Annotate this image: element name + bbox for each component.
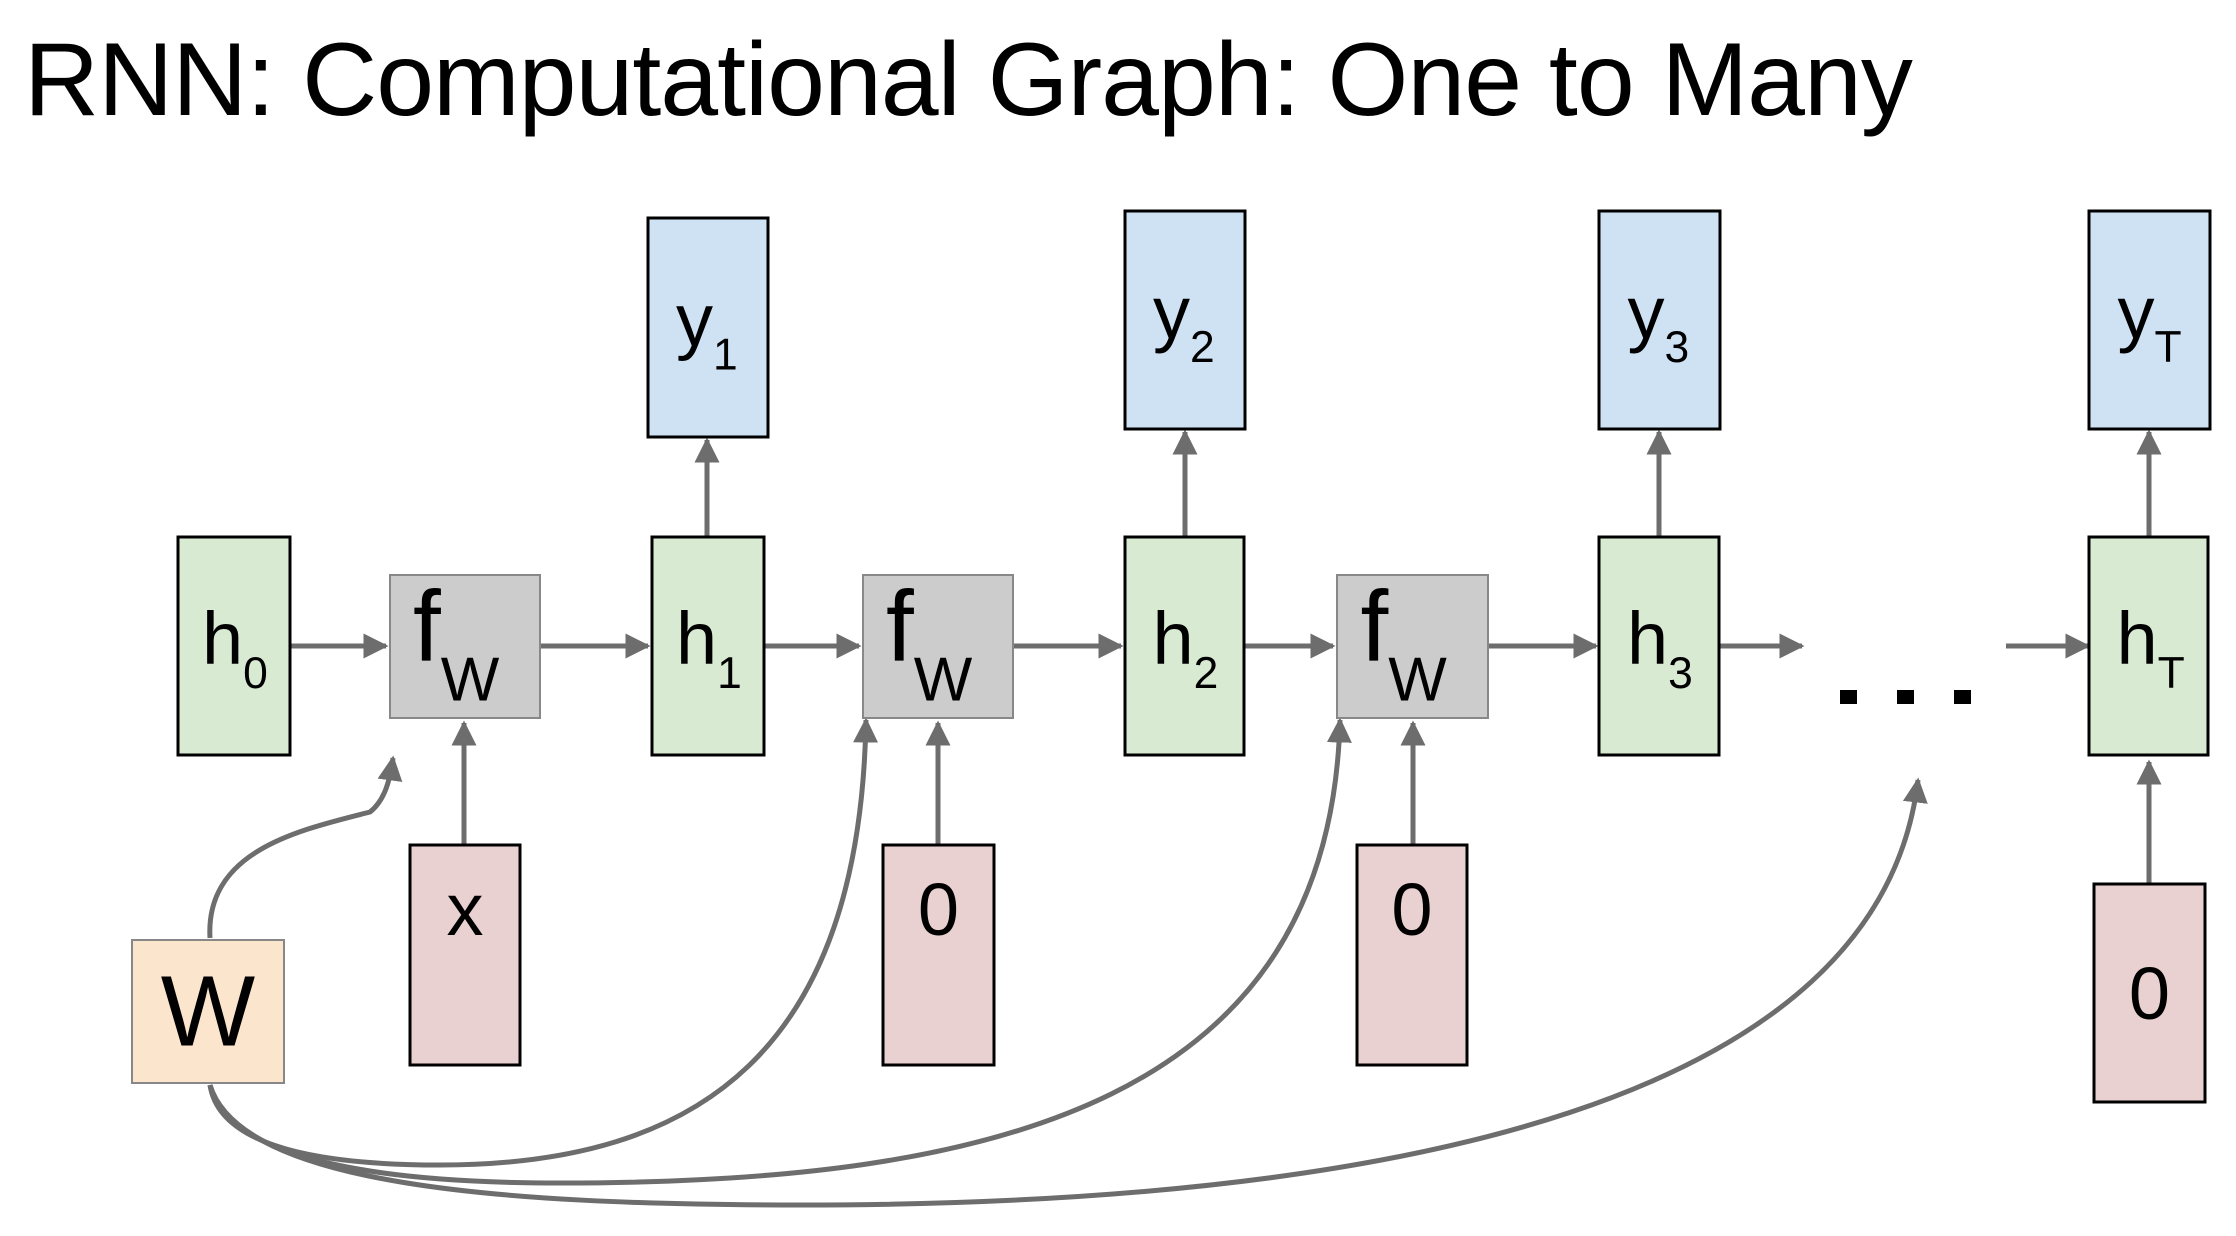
node-box: [1336, 574, 1489, 719]
node-label-main: h: [1153, 597, 1194, 680]
node-label-main: y: [1153, 271, 1190, 354]
node-label-subscript: 1: [717, 649, 742, 698]
node-label: h0: [202, 597, 268, 698]
straight-arrows: [290, 429, 2162, 884]
node-label-main: y: [676, 279, 713, 362]
node-label-subscript: T: [2155, 323, 2182, 372]
slide-title: RNN: Computational Graph: One to Many: [24, 22, 1913, 138]
node-label: yT: [2118, 271, 2182, 372]
node-label: hT: [2117, 597, 2185, 698]
node-label-subscript: 1: [713, 331, 738, 380]
node-box: [650, 535, 766, 757]
node-yT: yT: [2087, 209, 2212, 431]
node-label-subscript: T: [2158, 649, 2185, 698]
node-box: [1355, 843, 1469, 1067]
node-label: x: [447, 868, 484, 951]
node-label: y1: [676, 279, 738, 380]
node-box: [1123, 209, 1247, 431]
node-label-subscript: 3: [1665, 323, 1690, 372]
node-W: W: [131, 939, 285, 1084]
node-label-main: y: [1628, 271, 1665, 354]
ellipsis-dot: [1954, 690, 1971, 704]
node-label-main: f: [1361, 571, 1389, 683]
node-box: [2092, 882, 2207, 1104]
node-box: [2087, 209, 2212, 431]
node-h3: h3: [1597, 535, 1721, 757]
node-label-main: h: [676, 597, 717, 680]
ellipsis: [1840, 690, 1971, 704]
node-label-subscript: 2: [1190, 323, 1215, 372]
node-h2: h2: [1123, 535, 1246, 757]
node-box: [1123, 535, 1246, 757]
node-label-main: y: [2118, 271, 2155, 354]
node-label-subscript: 2: [1194, 649, 1219, 698]
node-hT: hT: [2087, 535, 2210, 757]
w-to-f3-arrow: [207, 717, 1352, 1186]
node-y2: y2: [1123, 209, 1247, 431]
node-label: fW: [886, 571, 973, 715]
node-f1: fW: [389, 571, 541, 719]
node-label: h2: [1153, 597, 1219, 698]
node-label-subscript: W: [441, 646, 500, 715]
node-y3: y3: [1597, 209, 1722, 431]
node-in2: 0: [881, 843, 996, 1067]
node-box: [862, 574, 1014, 719]
node-label: h3: [1627, 597, 1693, 698]
w-to-f1-arrow: [207, 755, 403, 939]
node-label-main: h: [202, 597, 243, 680]
node-y1: y1: [646, 216, 770, 439]
node-f3: fW: [1336, 571, 1489, 719]
node-box: [389, 574, 541, 719]
node-f2: fW: [862, 571, 1014, 719]
node-h0: h0: [176, 535, 292, 757]
node-label: 0: [1391, 868, 1432, 951]
node-label: 0: [918, 868, 959, 951]
node-label: h1: [676, 597, 742, 698]
node-box: [1597, 209, 1722, 431]
node-box: [408, 843, 522, 1067]
node-label-subscript: W: [914, 646, 973, 715]
node-label-main: h: [2117, 597, 2158, 680]
node-in3: 0: [1355, 843, 1469, 1067]
node-label-main: f: [886, 571, 914, 683]
node-box: [131, 939, 285, 1084]
node-label: W: [161, 956, 256, 1068]
node-h1: h1: [650, 535, 766, 757]
node-label-subscript: 0: [243, 649, 268, 698]
node-label: y2: [1153, 271, 1215, 372]
node-label: y3: [1628, 271, 1690, 372]
node-box: [176, 535, 292, 757]
node-inT: 0: [2092, 882, 2207, 1104]
node-box: [2087, 535, 2210, 757]
node-label-subscript: W: [1388, 646, 1447, 715]
node-x: x: [408, 843, 522, 1067]
node-box: [1597, 535, 1721, 757]
node-label-main: h: [1627, 597, 1668, 680]
node-label: 0: [2129, 952, 2170, 1035]
weight-arrows: [207, 717, 1928, 1208]
w-to-f2-arrow: [207, 717, 879, 1168]
node-label: fW: [413, 571, 500, 715]
ellipsis-dot: [1840, 690, 1857, 704]
node-label-main: f: [413, 571, 441, 683]
w-to-ellipsis-arrow: [207, 777, 1928, 1208]
node-label-subscript: 3: [1668, 649, 1693, 698]
ellipsis-dot: [1897, 690, 1914, 704]
node-label: fW: [1361, 571, 1448, 715]
node-box: [881, 843, 996, 1067]
node-box: [646, 216, 770, 439]
